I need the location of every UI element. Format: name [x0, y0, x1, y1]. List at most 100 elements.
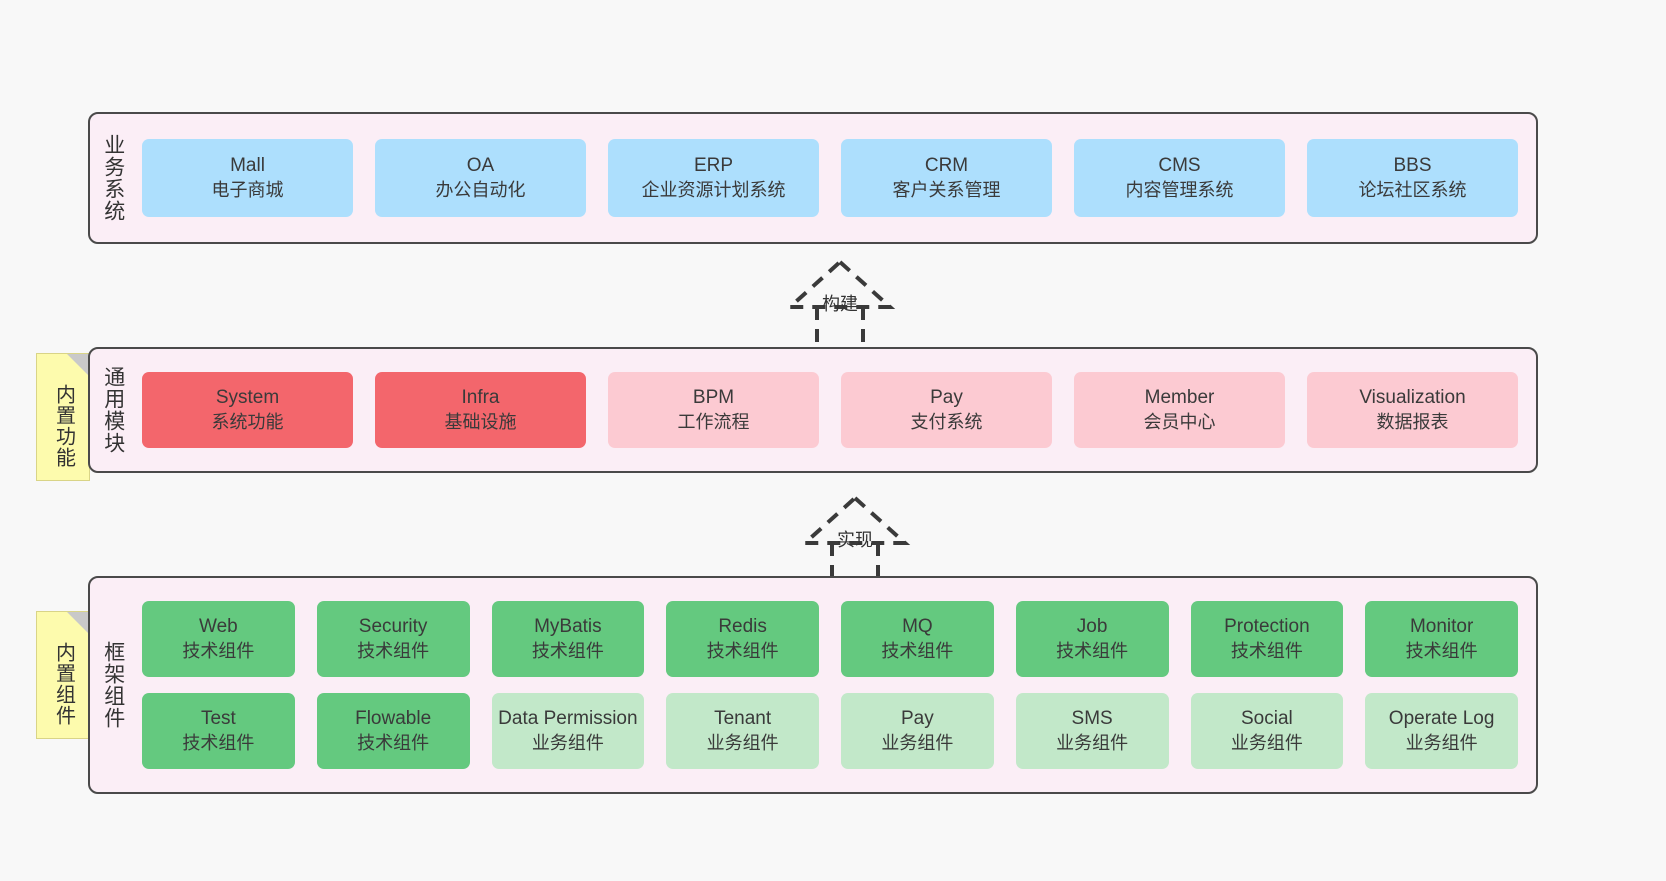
- node-system[interactable]: System 系统功能: [142, 372, 353, 448]
- node-test[interactable]: Test 技术组件: [142, 693, 295, 769]
- node-title: Social: [1241, 708, 1293, 730]
- node-subtitle: 业务组件: [881, 732, 954, 753]
- node-row: System 系统功能 Infra 基础设施 BPM 工作流程 Pay 支付系统…: [142, 372, 1518, 448]
- node-subtitle: 数据报表: [1376, 411, 1449, 432]
- arrow-build-label: 构建: [822, 294, 858, 314]
- layer-common-modules: 通用模块 System 系统功能 Infra 基础设施 BPM 工作流程 Pay…: [88, 347, 1538, 473]
- arrow-build: 构建: [760, 252, 920, 352]
- node-pay-component[interactable]: Pay 业务组件: [841, 693, 994, 769]
- node-title: Test: [200, 708, 236, 730]
- node-job[interactable]: Job 技术组件: [1015, 601, 1169, 677]
- node-mybatis[interactable]: MyBatis 技术组件: [491, 601, 645, 677]
- node-subtitle: 会员中心: [1143, 411, 1216, 432]
- node-subtitle: 业务组件: [1230, 732, 1303, 753]
- sticky-note-builtin-components: 内置组件: [36, 611, 90, 739]
- node-oa[interactable]: OA 办公自动化: [375, 139, 586, 217]
- node-member[interactable]: Member 会员中心: [1074, 372, 1285, 448]
- node-subtitle: 企业资源计划系统: [641, 179, 786, 200]
- node-operate-log[interactable]: Operate Log 业务组件: [1365, 693, 1518, 769]
- node-subtitle: 技术组件: [357, 640, 430, 661]
- layer-body-common-modules: System 系统功能 Infra 基础设施 BPM 工作流程 Pay 支付系统…: [136, 349, 1536, 471]
- node-cms[interactable]: CMS 内容管理系统: [1074, 139, 1285, 217]
- node-visualization[interactable]: Visualization 数据报表: [1307, 372, 1518, 448]
- node-subtitle: 技术组件: [1230, 640, 1303, 661]
- layer-title-business-system: 业务系统: [101, 134, 125, 222]
- node-title: Protection: [1224, 616, 1310, 638]
- node-web[interactable]: Web 技术组件: [142, 601, 295, 677]
- node-title: Flowable: [355, 708, 432, 730]
- node-title: MyBatis: [534, 616, 602, 638]
- layer-framework-components: 框架组件 Web 技术组件 Security 技术组件 MyBatis 技术组件…: [88, 576, 1538, 794]
- node-tenant[interactable]: Tenant 业务组件: [666, 693, 819, 769]
- node-title: Web: [199, 616, 238, 638]
- node-subtitle: 技术组件: [881, 640, 954, 661]
- node-subtitle: 技术组件: [531, 640, 604, 661]
- node-title: Pay: [930, 387, 963, 409]
- node-bbs[interactable]: BBS 论坛社区系统: [1307, 139, 1518, 217]
- node-subtitle: 业务组件: [706, 732, 779, 753]
- node-subtitle: 基础设施: [444, 411, 517, 432]
- node-subtitle: 论坛社区系统: [1358, 179, 1467, 200]
- node-title: Mall: [230, 155, 265, 177]
- node-subtitle: 电子商城: [211, 179, 284, 200]
- arrow-implement: 实现: [775, 488, 935, 588]
- node-pay-module[interactable]: Pay 支付系统: [841, 372, 1052, 448]
- node-subtitle: 办公自动化: [435, 179, 526, 200]
- node-subtitle: 技术组件: [182, 640, 255, 661]
- node-data-permission[interactable]: Data Permission 业务组件: [491, 693, 645, 769]
- node-title: BBS: [1393, 155, 1432, 177]
- node-infra[interactable]: Infra 基础设施: [375, 372, 586, 448]
- node-subtitle: 支付系统: [910, 411, 983, 432]
- note-fold-corner-icon: [67, 612, 89, 634]
- arrow-implement-label: 实现: [837, 530, 873, 550]
- node-social[interactable]: Social 业务组件: [1190, 693, 1344, 769]
- node-mq[interactable]: MQ 技术组件: [841, 601, 994, 677]
- node-bpm[interactable]: BPM 工作流程: [608, 372, 819, 448]
- node-redis[interactable]: Redis 技术组件: [666, 601, 819, 677]
- node-protection[interactable]: Protection 技术组件: [1190, 601, 1344, 677]
- node-title: BPM: [692, 387, 735, 409]
- node-title: MQ: [902, 616, 933, 638]
- node-title: Infra: [461, 387, 500, 409]
- node-title: Member: [1144, 387, 1215, 409]
- node-title: Monitor: [1409, 616, 1474, 638]
- node-title: Data Permission: [498, 708, 638, 730]
- node-title: Operate Log: [1388, 708, 1495, 730]
- node-title: Redis: [718, 616, 767, 638]
- node-erp[interactable]: ERP 企业资源计划系统: [608, 139, 819, 217]
- node-subtitle: 技术组件: [357, 732, 430, 753]
- layer-body-business-system: Mall 电子商城 OA 办公自动化 ERP 企业资源计划系统 CRM 客户关系…: [136, 114, 1536, 242]
- layer-title-framework-components: 框架组件: [101, 641, 125, 729]
- node-title: CRM: [924, 155, 969, 177]
- node-sms[interactable]: SMS 业务组件: [1015, 693, 1169, 769]
- node-title: Tenant: [714, 708, 772, 730]
- node-subtitle: 业务组件: [531, 732, 604, 753]
- node-row: Test 技术组件 Flowable 技术组件 Data Permission …: [142, 693, 1518, 769]
- node-mall[interactable]: Mall 电子商城: [142, 139, 353, 217]
- node-title: SMS: [1071, 708, 1113, 730]
- node-security[interactable]: Security 技术组件: [316, 601, 470, 677]
- node-row: Web 技术组件 Security 技术组件 MyBatis 技术组件 Redi…: [142, 601, 1518, 677]
- node-subtitle: 工作流程: [677, 411, 750, 432]
- node-title: Pay: [901, 708, 934, 730]
- layer-body-framework-components: Web 技术组件 Security 技术组件 MyBatis 技术组件 Redi…: [136, 578, 1536, 792]
- node-title: Job: [1076, 616, 1108, 638]
- sticky-note-text: 内置组件: [52, 642, 75, 726]
- layer-business-system: 业务系统 Mall 电子商城 OA 办公自动化 ERP 企业资源计划系统 CRM…: [88, 112, 1538, 244]
- layer-title-common-modules: 通用模块: [101, 366, 125, 454]
- node-row: Mall 电子商城 OA 办公自动化 ERP 企业资源计划系统 CRM 客户关系…: [142, 139, 1518, 217]
- node-subtitle: 技术组件: [1056, 640, 1129, 661]
- node-subtitle: 系统功能: [211, 411, 284, 432]
- node-crm[interactable]: CRM 客户关系管理: [841, 139, 1052, 217]
- node-monitor[interactable]: Monitor 技术组件: [1365, 601, 1518, 677]
- node-flowable[interactable]: Flowable 技术组件: [316, 693, 470, 769]
- sticky-note-builtin-features: 内置功能: [36, 353, 90, 481]
- node-subtitle: 业务组件: [1056, 732, 1129, 753]
- node-subtitle: 技术组件: [706, 640, 779, 661]
- node-title: Visualization: [1359, 387, 1466, 409]
- arrow-implement-glyph: [799, 495, 911, 588]
- node-title: OA: [466, 155, 495, 177]
- node-subtitle: 客户关系管理: [892, 179, 1001, 200]
- node-subtitle: 技术组件: [1405, 640, 1478, 661]
